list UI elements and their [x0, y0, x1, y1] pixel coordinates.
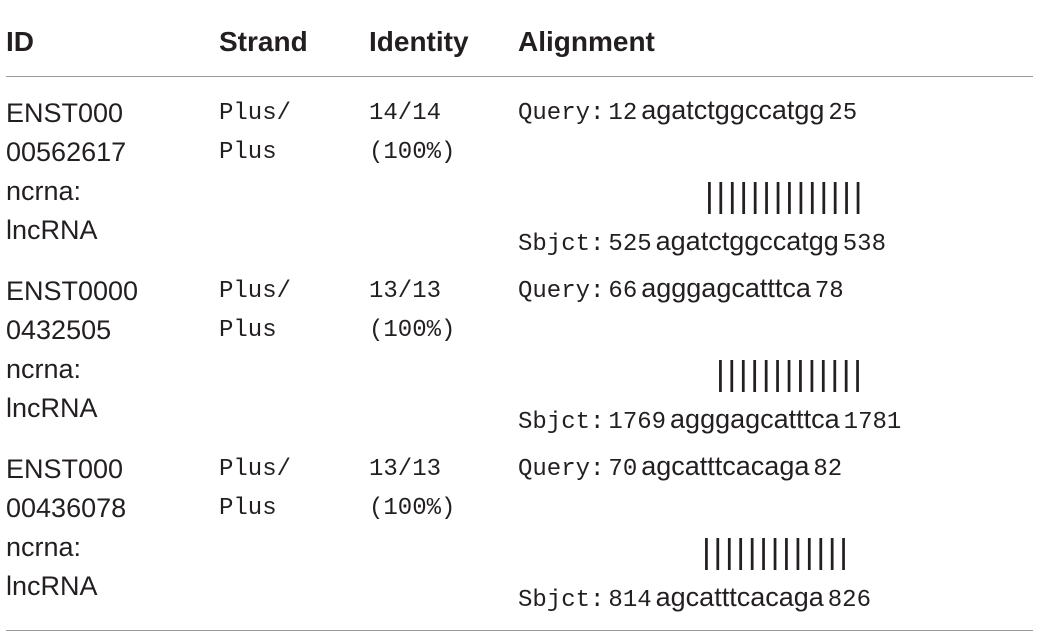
identity-cell: 14/14 (100%) [369, 94, 455, 172]
table-row: ENST000 00436078 ncrna: lncRNA Plus/ Plu… [0, 450, 1039, 628]
header-rule [6, 76, 1033, 77]
strand-line: Plus [219, 495, 277, 522]
query-end: 25 [828, 100, 858, 127]
match-bars: |||||||||||||| [705, 177, 866, 215]
transcript-id-line: ncrna: [6, 176, 82, 206]
transcript-id-line: ncrna: [6, 532, 82, 562]
subject-line: Sbjct: 814 agcatttcacaga 826 [518, 581, 871, 620]
bottom-rule [6, 630, 1033, 631]
subject-start: 1769 [608, 409, 667, 436]
match-bars: ||||||||||||| [716, 355, 865, 393]
subject-line: Sbjct: 1769 agggagcatttca 1781 [518, 403, 901, 442]
header-identity: Identity [369, 26, 469, 57]
subject-label: Sbjct: [518, 231, 605, 258]
transcript-id-line: ENST000 [6, 454, 124, 484]
strand-line: Plus/ [219, 100, 292, 127]
query-label: Query: [518, 100, 605, 127]
transcript-id-line: lncRNA [6, 571, 98, 601]
identity-cell: 13/13 (100%) [369, 450, 455, 528]
transcript-id-line: 00436078 [6, 493, 127, 523]
subject-sequence: agggagcatttca [670, 404, 840, 434]
strand-line: Plus [219, 317, 277, 344]
transcript-id-cell: ENST000 00436078 ncrna: lncRNA [6, 450, 126, 606]
header-strand: Strand [219, 26, 308, 57]
strand-line: Plus/ [219, 278, 292, 305]
query-end: 78 [814, 278, 844, 305]
strand-line: Plus [219, 139, 277, 166]
subject-line: Sbjct: 525 agatctggccatgg 538 [518, 225, 886, 264]
identity-line: (100%) [369, 495, 456, 522]
transcript-id-line: ncrna: [6, 354, 82, 384]
match-bars: ||||||||||||| [702, 533, 851, 571]
subject-label: Sbjct: [518, 409, 605, 436]
transcript-id-cell: ENST0000 0432505 ncrna: lncRNA [6, 272, 138, 428]
identity-cell: 13/13 (100%) [369, 272, 455, 350]
transcript-id-line: lncRNA [6, 393, 98, 423]
table-row: ENST0000 0432505 ncrna: lncRNA Plus/ Plu… [0, 272, 1039, 450]
query-end: 82 [813, 456, 843, 483]
subject-start: 814 [608, 587, 652, 614]
subject-sequence: agcatttcacaga [655, 582, 824, 612]
identity-line: 13/13 [369, 456, 442, 483]
header-alignment: Alignment [518, 26, 655, 57]
strand-line: Plus/ [219, 456, 292, 483]
query-start: 12 [608, 100, 638, 127]
identity-line: 13/13 [369, 278, 442, 305]
header-id: ID [6, 26, 34, 57]
strand-cell: Plus/ Plus [219, 272, 291, 350]
subject-end: 1781 [843, 409, 902, 436]
subject-label: Sbjct: [518, 587, 605, 614]
identity-line: (100%) [369, 317, 456, 344]
transcript-id-line: ENST0000 [6, 276, 139, 306]
query-sequence: agggagcatttca [641, 273, 811, 303]
identity-line: 14/14 [369, 100, 442, 127]
subject-start: 525 [608, 231, 652, 258]
transcript-id-cell: ENST000 00562617 ncrna: lncRNA [6, 94, 126, 250]
strand-cell: Plus/ Plus [219, 94, 291, 172]
strand-cell: Plus/ Plus [219, 450, 291, 528]
transcript-id-line: ENST000 [6, 98, 124, 128]
query-sequence: agatctggccatgg [641, 95, 825, 125]
query-line: Query: 70 agcatttcacaga 82 [518, 450, 842, 489]
table-row: ENST000 00562617 ncrna: lncRNA Plus/ Plu… [0, 94, 1039, 272]
subject-end: 538 [842, 231, 886, 258]
subject-sequence: agatctggccatgg [655, 226, 839, 256]
transcript-id-line: lncRNA [6, 215, 98, 245]
identity-line: (100%) [369, 139, 456, 166]
query-start: 70 [608, 456, 638, 483]
query-line: Query: 12 agatctggccatgg 25 [518, 94, 857, 133]
query-line: Query: 66 agggagcatttca 78 [518, 272, 844, 311]
transcript-id-line: 00562617 [6, 137, 127, 167]
query-label: Query: [518, 278, 605, 305]
query-sequence: agcatttcacaga [641, 451, 810, 481]
query-start: 66 [608, 278, 638, 305]
query-label: Query: [518, 456, 605, 483]
transcript-id-line: 0432505 [6, 315, 112, 345]
subject-end: 826 [827, 587, 871, 614]
